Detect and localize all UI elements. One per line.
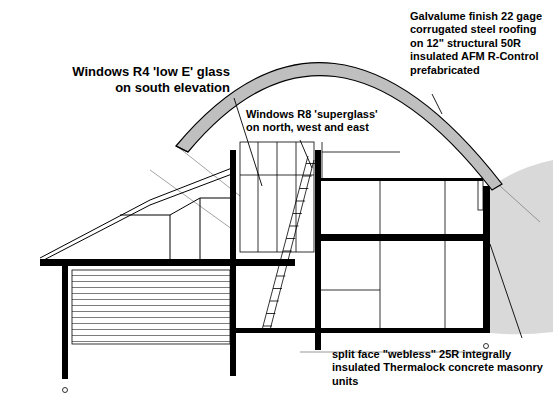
callout-label: Galvalume finish 22 gage corrugated stee… (410, 10, 548, 77)
wall (230, 150, 236, 376)
siding (72, 270, 230, 344)
stair-tread (276, 276, 285, 277)
stair-tread (296, 201, 305, 202)
leader-lines (234, 94, 522, 338)
floor-slab (236, 328, 490, 333)
roof-edge (176, 146, 188, 152)
stair-tread (299, 188, 308, 189)
floor-slab (321, 234, 489, 241)
stair-tread (280, 263, 289, 264)
floor-slab (321, 178, 483, 181)
wall (62, 259, 68, 379)
stair-tread (266, 313, 275, 314)
stair-tread (263, 326, 272, 327)
stair-tread (283, 251, 292, 252)
stair-tread (270, 301, 279, 302)
stair-tread (273, 288, 282, 289)
wall (315, 150, 321, 350)
stair-tread (303, 176, 312, 177)
stair-tread (286, 238, 295, 239)
callout-label: split face "webless" 25R integrally insu… (332, 348, 549, 388)
stair-tread (293, 213, 302, 214)
stair (262, 156, 315, 330)
floor-slab (40, 259, 295, 266)
callout-label: Windows R4 'low E' glass on south elevat… (62, 64, 230, 96)
left-wing-roof (40, 168, 232, 262)
masonry-wall (483, 186, 490, 333)
callout-label: Windows R8 'superglass' on north, west a… (246, 108, 386, 135)
stair-tread (289, 226, 298, 227)
column-lines (321, 180, 483, 328)
